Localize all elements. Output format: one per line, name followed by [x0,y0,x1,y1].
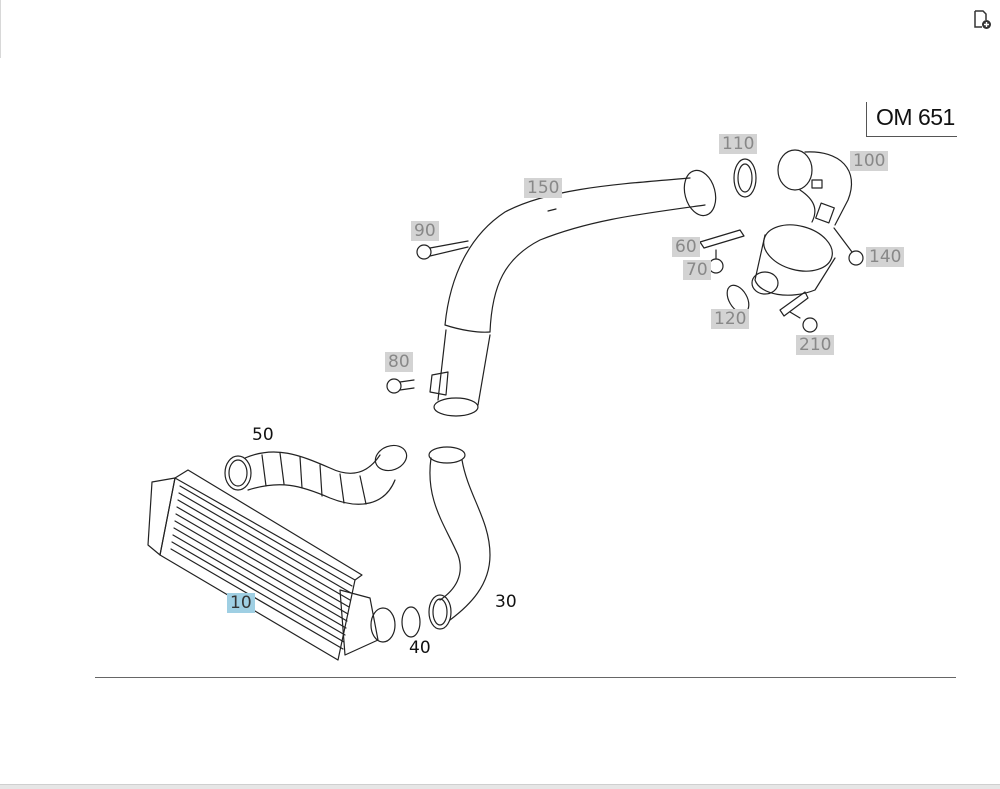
part-label-90[interactable]: 90 [411,221,439,241]
part-label-120[interactable]: 120 [711,309,750,329]
part-label-210[interactable]: 210 [796,335,835,355]
part-label-10[interactable]: 10 [227,593,255,613]
part-label-60[interactable]: 60 [672,237,700,257]
part-label-100[interactable]: 100 [850,151,889,171]
add-to-list-icon[interactable] [971,9,993,31]
part-label-50[interactable]: 50 [252,425,274,445]
part-80-bolt [386,378,415,394]
part-label-80[interactable]: 80 [385,352,413,372]
part-label-150[interactable]: 150 [524,178,563,198]
engine-label-frame [866,102,957,137]
part-90-bolt [416,240,469,260]
diagram-divider [95,677,956,678]
part-label-110[interactable]: 110 [719,134,758,154]
engine-label: OM 651 [876,104,955,130]
part-label-30[interactable]: 30 [495,592,517,612]
part-40-gasket [401,606,421,638]
part-70-bolt [708,249,724,274]
part-210-bolt [789,311,818,333]
part-60-bracket [699,229,745,249]
part-label-40[interactable]: 40 [409,638,431,658]
part-140-bolt [833,227,864,266]
turbo-outlet-housing [751,202,836,296]
part-130-plate [779,291,809,317]
part-label-70[interactable]: 70 [683,260,711,280]
bottom-scrollbar-track [0,784,1000,789]
part-10-intercooler [147,469,396,661]
part-110-gasket [733,158,757,198]
part-150-pipe [429,169,717,417]
part-label-140[interactable]: 140 [866,247,905,267]
panel-edge [0,0,1,58]
part-50-hose [224,444,408,505]
part-30-hose [428,446,491,630]
part-100-elbow [777,149,853,226]
